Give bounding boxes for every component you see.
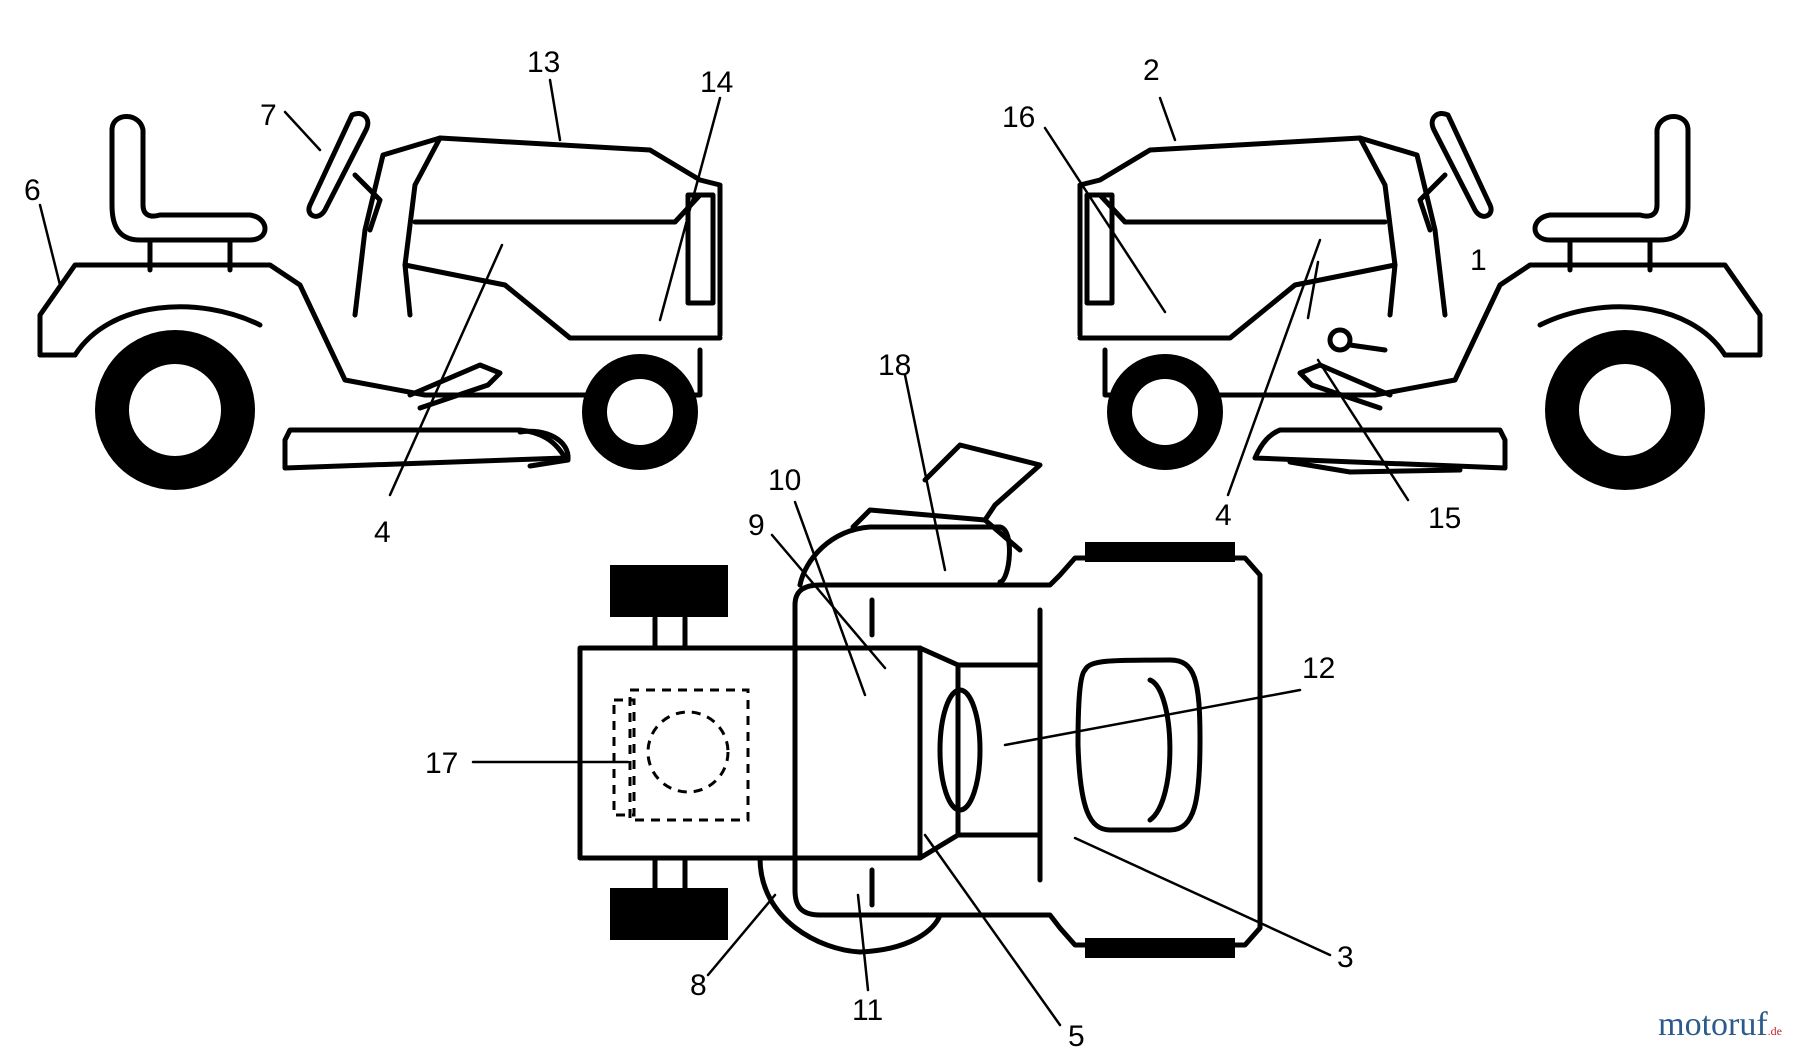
callout-3: 3: [1337, 941, 1354, 974]
callout-11: 11: [852, 994, 883, 1027]
callout-12: 12: [1302, 652, 1335, 685]
callout-15: 15: [1428, 502, 1461, 535]
callout-5: 5: [1068, 1020, 1085, 1053]
callout-labels: 1 2 3 4 4 5 6 7 8 9 10 11 12 13 14 15 16…: [24, 46, 1487, 1053]
callout-14: 14: [700, 66, 733, 99]
callout-18: 18: [878, 349, 911, 382]
callout-8: 8: [690, 969, 707, 1002]
right-side-tractor: [1043, 96, 1763, 502]
left-side-tractor: [37, 78, 723, 497]
callout-9: 9: [748, 509, 765, 542]
callout-7: 7: [260, 99, 277, 132]
callout-4-left: 4: [374, 516, 391, 549]
callout-1: 1: [1470, 244, 1487, 277]
watermark-suffix: .de: [1767, 1024, 1782, 1038]
callout-13: 13: [527, 46, 560, 79]
watermark-logo: motoruf.de: [1658, 1006, 1782, 1044]
watermark-text: motoruf: [1658, 1006, 1768, 1043]
callout-4-right: 4: [1215, 499, 1232, 532]
callout-10: 10: [768, 464, 801, 497]
callout-6: 6: [24, 174, 41, 207]
callout-16: 16: [1002, 101, 1035, 134]
callout-2: 2: [1143, 54, 1160, 87]
top-view-tractor: [471, 373, 1332, 1027]
callout-17: 17: [425, 747, 458, 780]
